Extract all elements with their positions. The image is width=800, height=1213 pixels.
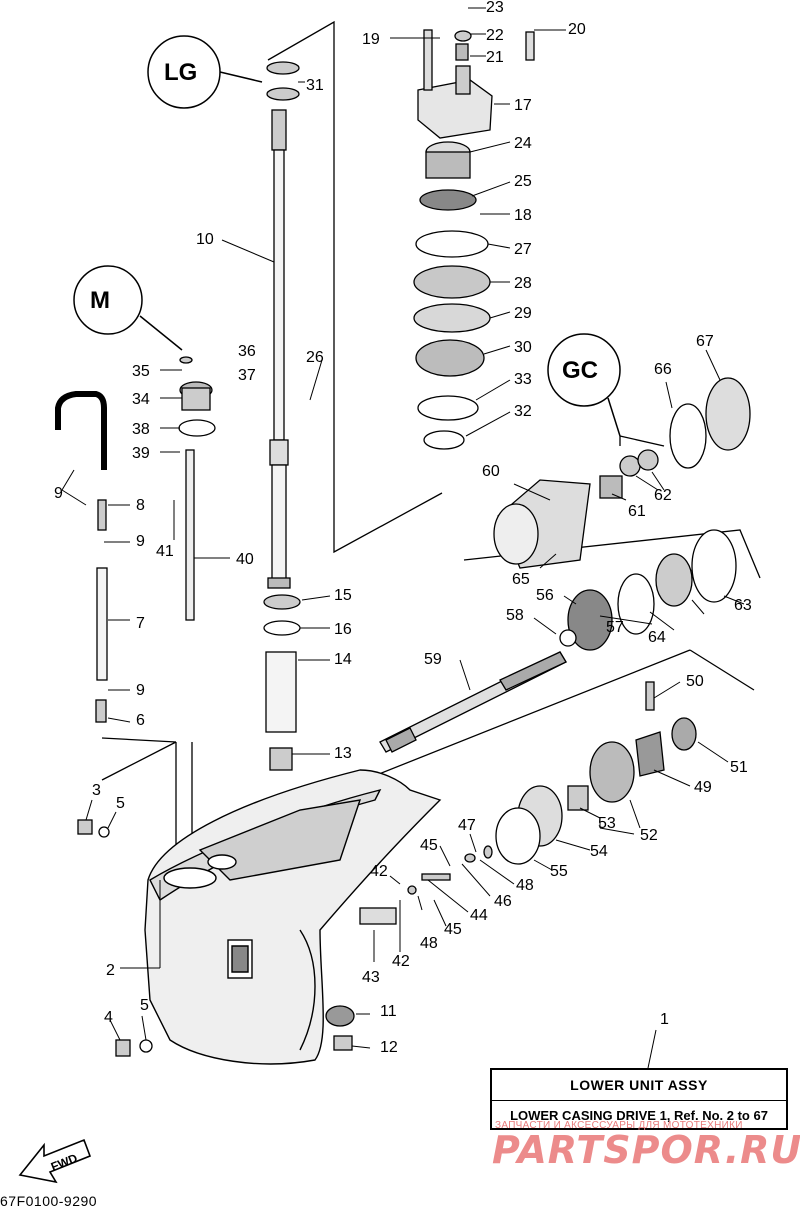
- callout-7: 7: [136, 615, 145, 632]
- callout-37: 37: [238, 367, 256, 384]
- lubricant-symbol-gc: [547, 333, 621, 407]
- callout-65: 65: [512, 571, 530, 588]
- callout-42: 42: [392, 953, 410, 970]
- callout-27: 27: [514, 241, 532, 258]
- callout-13: 13: [334, 745, 352, 762]
- callout-48: 48: [516, 877, 534, 894]
- callout-55: 55: [550, 863, 568, 880]
- fwd-arrow: [18, 1138, 92, 1184]
- callout-22: 22: [486, 27, 504, 44]
- callout-3: 3: [92, 782, 101, 799]
- callout-numbers: 1234556789991011121314151617181920212223…: [54, 0, 752, 1056]
- callout-23: 23: [486, 0, 504, 16]
- watermark-logo: PARTSPOR.RU: [492, 1128, 800, 1172]
- callout-17: 17: [514, 97, 532, 114]
- callout-38: 38: [132, 421, 150, 438]
- shaft-bearings: [263, 61, 301, 771]
- callout-32: 32: [514, 403, 532, 420]
- callout-40: 40: [236, 551, 254, 568]
- callout-43: 43: [362, 969, 380, 986]
- callout-18: 18: [514, 207, 532, 224]
- callout-19: 19: [362, 31, 380, 48]
- callout-36: 36: [238, 343, 256, 360]
- callout-24: 24: [514, 135, 532, 152]
- shift-rod-parts: [55, 356, 216, 723]
- diagram-title: LOWER UNIT ASSY: [492, 1070, 786, 1101]
- callout-2: 2: [106, 962, 115, 979]
- callout-41: 41: [156, 543, 174, 560]
- callout-9: 9: [136, 682, 145, 699]
- callout-9: 9: [136, 533, 145, 550]
- callout-16: 16: [334, 621, 352, 638]
- callout-53: 53: [598, 815, 616, 832]
- title-box: LOWER UNIT ASSY LOWER CASING DRIVE 1, Re…: [490, 1068, 788, 1130]
- callout-35: 35: [132, 363, 150, 380]
- lower-casing: [144, 769, 442, 1065]
- callout-26: 26: [306, 349, 324, 366]
- callout-14: 14: [334, 651, 352, 668]
- callout-61: 61: [628, 503, 646, 520]
- watermark-tagline: ЗАПЧАСТИ И АКСЕССУАРЫ ДЛЯ МОТОТЕХНИКИ: [495, 1120, 743, 1131]
- callout-33: 33: [514, 371, 532, 388]
- gear-parts: [77, 681, 697, 1057]
- callout-15: 15: [334, 587, 352, 604]
- callout-49: 49: [694, 779, 712, 796]
- callout-54: 54: [590, 843, 608, 860]
- callout-58: 58: [506, 607, 524, 624]
- callout-1: 1: [660, 1011, 669, 1028]
- callout-44: 44: [470, 907, 488, 924]
- callout-52: 52: [640, 827, 658, 844]
- callout-51: 51: [730, 759, 748, 776]
- callout-20: 20: [568, 21, 586, 38]
- callout-29: 29: [514, 305, 532, 322]
- callout-42: 42: [370, 863, 388, 880]
- water-pump-parts: [413, 29, 535, 450]
- callout-39: 39: [132, 445, 150, 462]
- callout-59: 59: [424, 651, 442, 668]
- callout-47: 47: [458, 817, 476, 834]
- callout-63: 63: [734, 597, 752, 614]
- lubricant-symbol-m: [73, 265, 143, 335]
- callout-48: 48: [420, 935, 438, 952]
- callout-62: 62: [654, 487, 672, 504]
- callout-45: 45: [444, 921, 462, 938]
- callout-8: 8: [136, 497, 145, 514]
- callout-45: 45: [420, 837, 438, 854]
- callout-56: 56: [536, 587, 554, 604]
- lubricant-symbol-gc-text: GC: [562, 357, 598, 384]
- callout-46: 46: [494, 893, 512, 910]
- callout-31: 31: [306, 77, 324, 94]
- callout-57: 57: [606, 619, 624, 636]
- callout-4: 4: [104, 1009, 113, 1026]
- callout-66: 66: [654, 361, 672, 378]
- callout-30: 30: [514, 339, 532, 356]
- callout-5: 5: [140, 997, 149, 1014]
- callout-9: 9: [54, 485, 63, 502]
- propeller-shaft-housing: [493, 377, 751, 651]
- propeller-shaft: [379, 651, 567, 753]
- part-number: 67F0100-9290: [0, 1193, 98, 1209]
- callout-60: 60: [482, 463, 500, 480]
- callout-11: 11: [380, 1003, 397, 1020]
- callout-28: 28: [514, 275, 532, 292]
- callout-10: 10: [196, 231, 214, 248]
- callout-34: 34: [132, 391, 150, 408]
- callout-25: 25: [514, 173, 532, 190]
- callout-21: 21: [486, 49, 504, 66]
- callout-5: 5: [116, 795, 125, 812]
- lubricant-symbol-m-text: M: [90, 287, 110, 314]
- lubricant-symbol-lg-text: LG: [164, 59, 197, 86]
- callout-12: 12: [380, 1039, 398, 1056]
- callout-6: 6: [136, 712, 145, 729]
- callout-50: 50: [686, 673, 704, 690]
- callout-67: 67: [696, 333, 714, 350]
- drive-shaft: [267, 109, 291, 589]
- callout-64: 64: [648, 629, 666, 646]
- diagram-subtitle: LOWER CASING DRIVE 1, Ref. No. 2 to 67: [510, 1108, 768, 1123]
